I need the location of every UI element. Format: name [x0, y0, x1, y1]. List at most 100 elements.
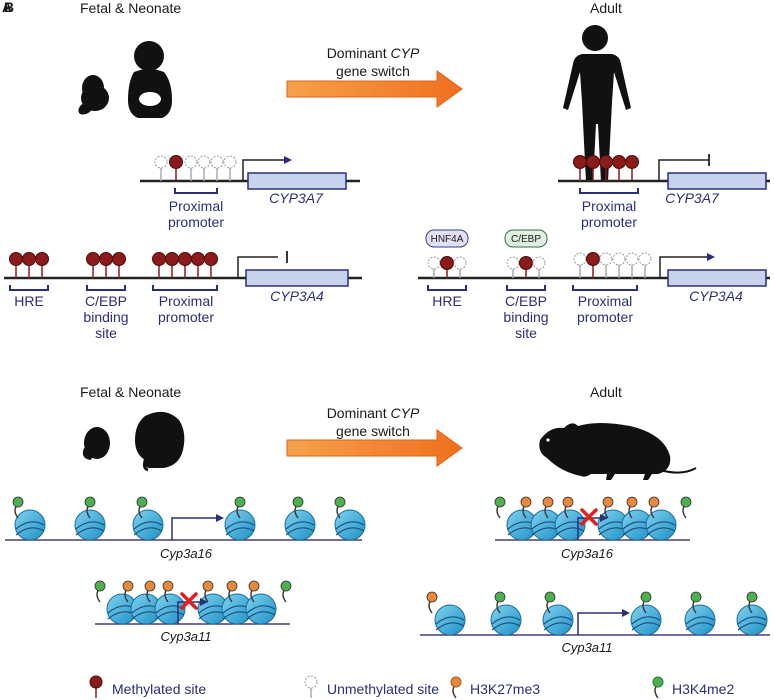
- mouse-switch-arrow: [286, 429, 463, 467]
- left-cebp-label-2: binding: [83, 309, 128, 325]
- nucleosome-icon: [284, 509, 316, 541]
- methylated-site: [204, 252, 218, 278]
- left-cyp3a7-promoter-label-2: promoter: [168, 214, 224, 230]
- left-cyp3a4-promoter-label-1: Proximal: [159, 293, 213, 309]
- left-top-gene-label: Cyp3a16: [160, 546, 213, 561]
- panel-label-b: B: [4, 0, 14, 15]
- nucleosome-icon: [132, 509, 164, 541]
- methylated-site: [35, 252, 49, 278]
- nucleosome-icon: [334, 509, 366, 541]
- right-cyp3a4-promoter-label-1: Proximal: [578, 293, 632, 309]
- h3k4me2-mark: [12, 496, 24, 519]
- legend-h3k4me2-label: H3K4me2: [672, 681, 734, 697]
- right-cyp3a7-gene-box: [667, 172, 767, 190]
- h3k27me3-mark: [162, 580, 174, 603]
- methylated-site: [152, 252, 166, 278]
- h3k27me3-mark: [144, 580, 156, 603]
- h3k27me3-mark: [426, 591, 438, 614]
- h3k4me2-mark: [292, 496, 304, 519]
- legend: Methylated site Unmethylated site H3K27m…: [89, 675, 734, 699]
- left-bottom-gene-label: Cyp3a11: [160, 629, 211, 644]
- left-cyp3a7-locus: [140, 156, 360, 194]
- nucleosome-icon: [554, 509, 586, 541]
- h3k4me2-mark: [640, 591, 652, 614]
- methylated-site: [586, 252, 600, 278]
- legend-h3k4me2-icon: [652, 676, 664, 699]
- h3k4me2-mark: [544, 591, 556, 614]
- h3k4me2-mark: [746, 591, 758, 614]
- h3k27me3-mark: [602, 496, 614, 519]
- left-cyp3a4-locus: [4, 251, 362, 291]
- left-cyp3a11-track: [94, 580, 292, 625]
- h3k4me2-mark: [494, 591, 506, 614]
- right-cyp3a11-track: [420, 591, 770, 636]
- h3k27me3-mark: [648, 496, 660, 519]
- chromatin-tracks: [5, 496, 770, 636]
- methylated-site: [112, 252, 126, 278]
- h3k4me2-mark: [136, 496, 148, 519]
- methylated-site: [86, 252, 100, 278]
- right-cyp3a7-promoter-label-1: Proximal: [582, 198, 636, 214]
- unmethylated-site: [184, 155, 198, 181]
- unmethylated-site: [638, 252, 652, 278]
- left-cebp-label-3: site: [95, 325, 117, 341]
- methylated-site: [191, 252, 205, 278]
- legend-unmethylated-label: Unmethylated site: [327, 681, 439, 697]
- right-cyp3a4-locus: [418, 229, 770, 291]
- h3k27me3-mark: [202, 580, 214, 603]
- baby-icon: [128, 41, 172, 118]
- left-cyp3a4-promoter-label-2: promoter: [158, 309, 214, 325]
- human-switch-label-line1: Dominant CYP: [327, 45, 420, 61]
- methylated-site: [625, 155, 639, 181]
- h3k27me3-mark: [248, 580, 260, 603]
- left-cyp3a7-promoter-label-1: Proximal: [169, 198, 223, 214]
- unmethylated-site: [210, 155, 224, 181]
- unmethylated-site: [612, 252, 626, 278]
- left-cyp3a7-gene-label: CYP3A7: [269, 190, 324, 206]
- h3k4me2-mark: [94, 580, 106, 603]
- h3k27me3-mark: [122, 580, 134, 603]
- panel-label-a: A: [2, 0, 12, 15]
- mouse-switch-label-line1: Dominant CYP: [327, 405, 420, 421]
- unmethylated-site: [453, 256, 467, 278]
- nucleosome-icon: [154, 593, 186, 625]
- right-cebp-label-1: C/EBP: [505, 293, 547, 309]
- fetus-icon: [78, 75, 109, 115]
- right-cyp3a4-promoter-label-2: promoter: [577, 309, 633, 325]
- legend-unmethylated-icon: [304, 675, 318, 698]
- h3k4me2-mark: [494, 496, 506, 519]
- methylation-sites: [9, 155, 652, 278]
- adult-mouse-icon: [539, 423, 697, 480]
- unmethylated-site: [532, 256, 546, 278]
- left-cyp3a16-track: [5, 496, 366, 541]
- methylated-site: [22, 252, 36, 278]
- hnf4a-tag-box: [425, 229, 469, 248]
- unmethylated-site: [506, 256, 520, 278]
- h3k4me2-mark: [690, 591, 702, 614]
- unmethylated-site: [625, 252, 639, 278]
- mouse-right-title: Adult: [590, 384, 622, 400]
- methylated-site: [586, 155, 600, 181]
- methylated-site: [599, 155, 613, 181]
- methylated-site: [165, 252, 179, 278]
- nucleosome-icon: [74, 509, 106, 541]
- right-bottom-gene-label: Cyp3a11: [561, 640, 612, 655]
- right-cyp3a7-promoter-label-2: promoter: [581, 214, 637, 230]
- right-cyp3a4-gene-box: [667, 269, 767, 287]
- nucleosome-icon: [645, 509, 677, 541]
- h3k27me3-mark: [562, 496, 574, 519]
- left-cyp3a4-gene-label: CYP3A4: [270, 288, 324, 304]
- human-switch-label-line2: gene switch: [336, 63, 410, 79]
- legend-methylated-label: Methylated site: [112, 681, 206, 697]
- unmethylated-site: [599, 252, 613, 278]
- right-cyp3a4-gene-label: CYP3A4: [689, 288, 743, 304]
- human-right-title: Adult: [590, 0, 622, 16]
- methylated-site: [519, 256, 533, 278]
- unmethylated-site: [223, 155, 237, 181]
- mouse-fetus-icon: [82, 427, 110, 460]
- h3k4me2-mark: [680, 496, 692, 519]
- nucleosome-icon: [245, 593, 277, 625]
- cebp-tag-box: [504, 229, 548, 248]
- methylated-site: [169, 155, 183, 181]
